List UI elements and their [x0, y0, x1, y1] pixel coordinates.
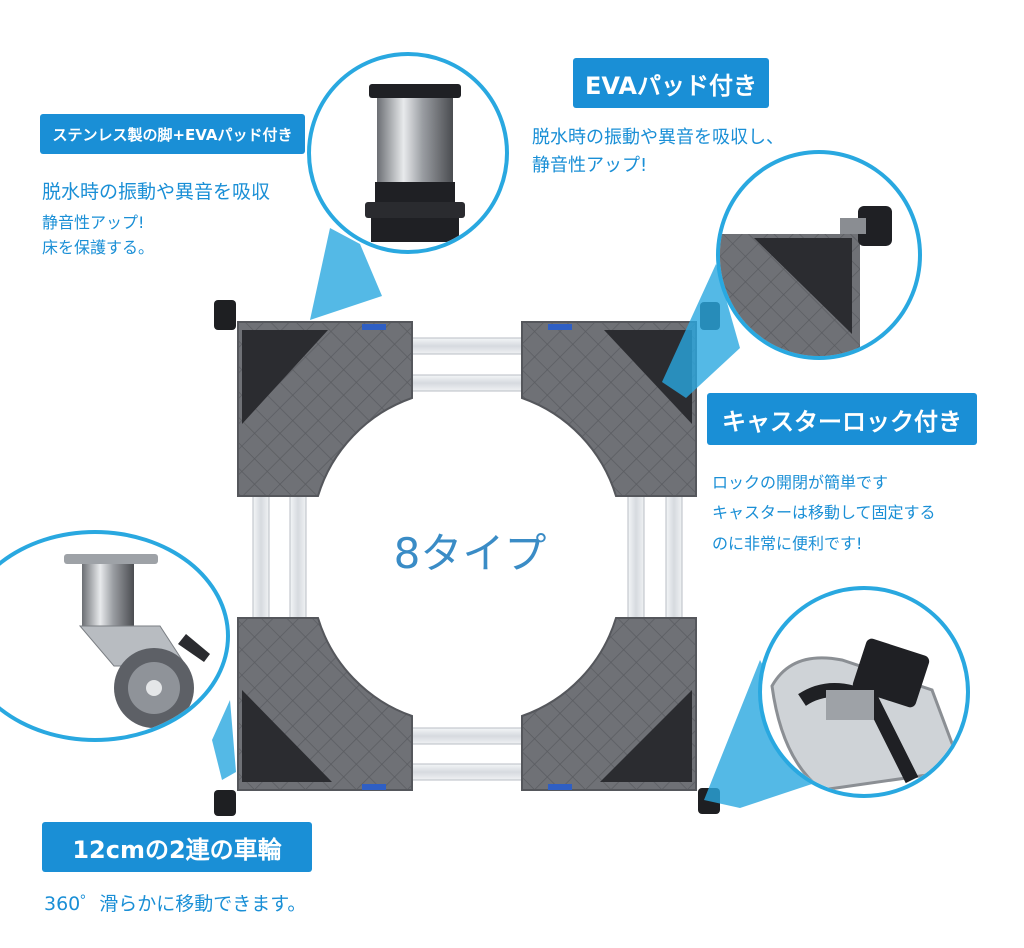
- stainless-leg-title: ステンレス製の脚+EVAパッド付き: [40, 114, 305, 154]
- corner-pad-top-left: [237, 321, 413, 497]
- center-type-label: 8タイプ: [393, 529, 547, 578]
- adjustable-foot-icon: [365, 84, 465, 242]
- caster-wheel-zoom-circle: [0, 530, 230, 742]
- caster-lock-description: ロックの開閉が簡単です キャスターは移動して固定する のに非常に便利です!: [712, 468, 936, 559]
- corner-pad-bottom-right: [521, 617, 697, 791]
- stainless-leg-line-3: 床を保護する。: [42, 238, 155, 258]
- stainless-leg-line-1: 脱水時の振動や異音を吸収: [42, 181, 271, 203]
- caster-lock-zoom-circle: [758, 586, 970, 798]
- eva-pad-title: EVAパッド付き: [573, 58, 769, 108]
- caster-lock-line-3: のに非常に便利です!: [712, 533, 863, 553]
- double-wheel-line-1: 360゜滑らかに移動できます。: [44, 893, 307, 915]
- corner-pad-top-right: [521, 321, 697, 497]
- stainless-leg-description: 脱水時の振動や異音を吸収 静音性アップ! 床を保護する。: [42, 178, 270, 261]
- caster-lock-line-2: キャスターは移動して固定する: [712, 503, 936, 523]
- caster-lock-icon: [770, 638, 965, 792]
- corner-pad-zoom-circle: [716, 150, 922, 360]
- double-wheel-title: 12cmの2連の車輪: [42, 822, 312, 872]
- caster-wheel-icon: [64, 554, 210, 728]
- stainless-leg-line-2: 静音性アップ!: [42, 213, 145, 233]
- corner-pad-bottom-left: [237, 617, 413, 791]
- corner-pad-icon: [720, 206, 892, 356]
- eva-pad-line-1: 脱水時の振動や異音を吸収し、: [532, 127, 784, 148]
- caster-lock-line-1: ロックの開閉が簡単です: [712, 473, 889, 492]
- eva-pad-line-2: 静音性アップ!: [532, 154, 648, 176]
- double-wheel-description: 360゜滑らかに移動できます。: [44, 890, 306, 919]
- eva-pad-description: 脱水時の振動や異音を吸収し、 静音性アップ!: [532, 124, 784, 180]
- caster-lock-title: キャスターロック付き: [707, 393, 977, 445]
- adjustable-foot-zoom-circle: [307, 52, 509, 254]
